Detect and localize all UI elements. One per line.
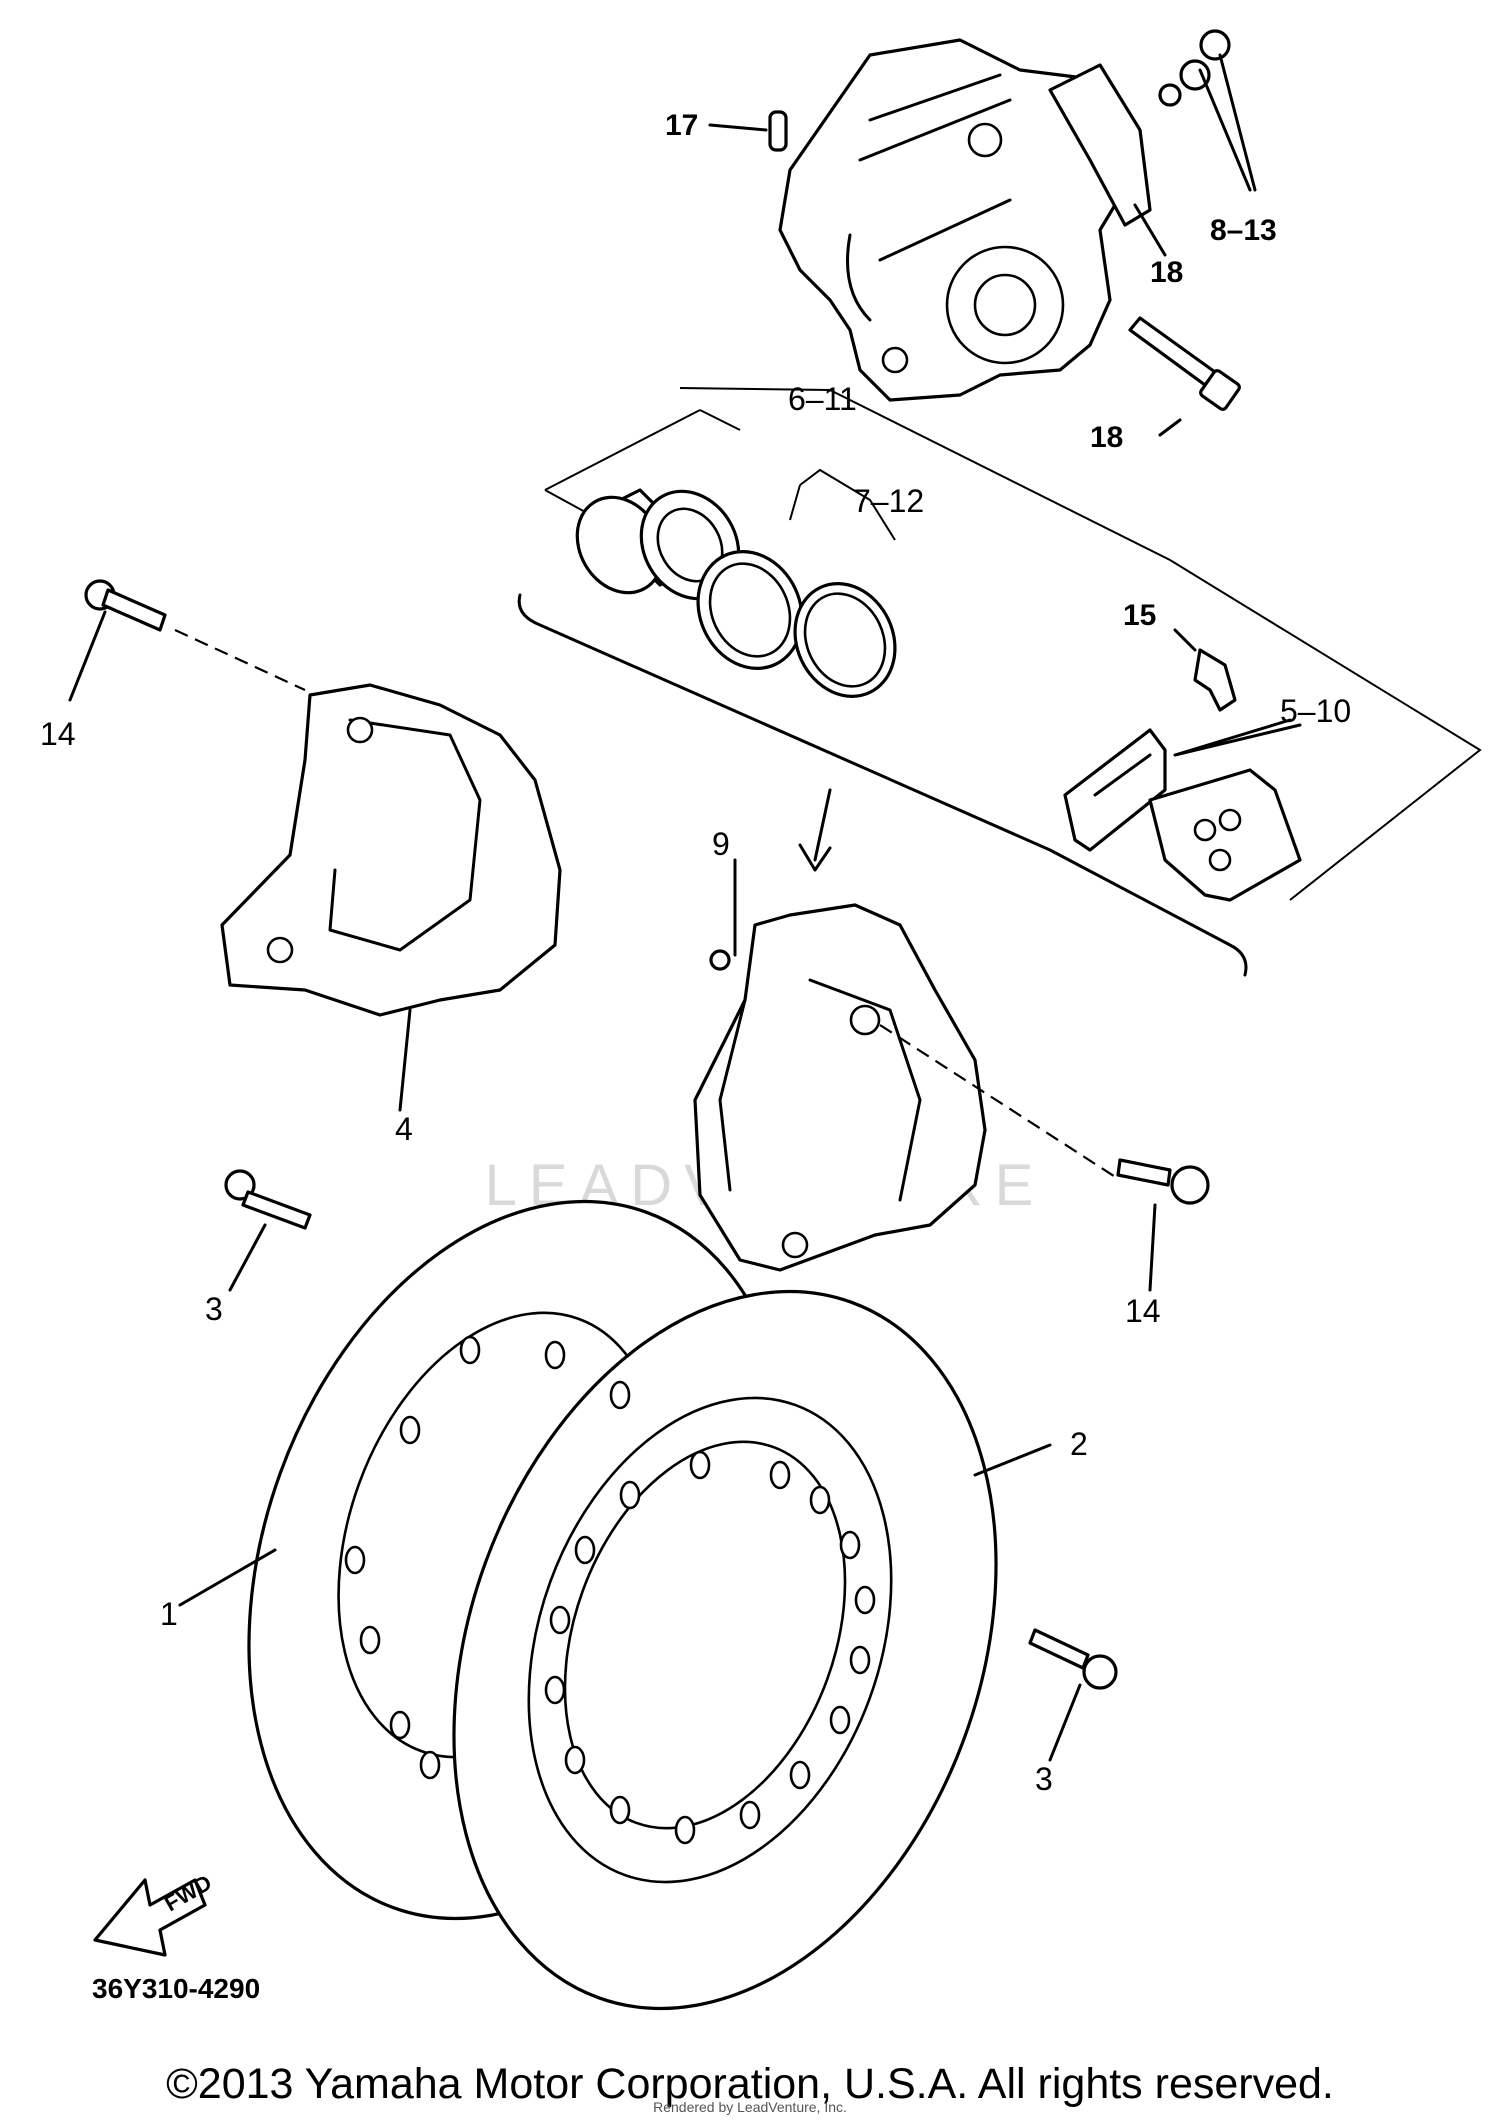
drawing-number: 36Y310-4290 xyxy=(92,1973,260,2004)
disc-bolt-3a xyxy=(224,1169,312,1292)
brake-disc-2 xyxy=(344,1289,998,2011)
piston-seal-7-12 xyxy=(696,550,897,698)
callout-1: 1 xyxy=(160,1596,178,1632)
pad-pin-17 xyxy=(708,110,788,152)
callout-5-10: 5–10 xyxy=(1280,693,1351,729)
caliper-top-assembly xyxy=(778,38,1152,402)
kit-bracket-curve xyxy=(517,593,1248,977)
bleed-screw-8-13 xyxy=(1158,29,1257,192)
callout-2: 2 xyxy=(1070,1426,1088,1462)
callout-9: 9 xyxy=(712,826,730,862)
callout-17: 17 xyxy=(665,109,698,142)
leader-1 xyxy=(178,1548,277,1607)
disc-bolt-3b xyxy=(1028,1628,1118,1762)
callout-8-13: 8–13 xyxy=(1210,214,1277,247)
callout-4: 4 xyxy=(395,1111,413,1147)
callout-18b: 18 xyxy=(1090,421,1123,454)
fwd-arrow-icon: FWD xyxy=(93,1870,216,1957)
callout-7-12: 7–12 xyxy=(853,483,924,519)
brake-caliper-4 xyxy=(220,683,562,1112)
disc-vent-holes xyxy=(344,1335,876,1845)
mounting-bolt-14a xyxy=(68,579,306,702)
brake-caliper-9 xyxy=(693,858,1121,1272)
callout-3a: 3 xyxy=(205,1291,223,1327)
callout-3b: 3 xyxy=(1035,1761,1053,1797)
caliper-bolt-18 xyxy=(1128,316,1241,437)
callout-6-11: 6–11 xyxy=(788,381,857,417)
callout-14b: 14 xyxy=(1125,1293,1161,1329)
brake-pads-5-10 xyxy=(1063,718,1302,902)
leader-2 xyxy=(973,1443,1052,1477)
callout-18a: 18 xyxy=(1150,256,1183,289)
rendered-by-note: Rendered by LeadVenture, Inc. xyxy=(653,2099,847,2115)
pad-spring-15 xyxy=(1173,628,1237,712)
callout-15: 15 xyxy=(1123,599,1156,632)
callout-14a: 14 xyxy=(40,716,76,752)
leader-18a xyxy=(1133,203,1167,257)
copyright-notice: ©2013 Yamaha Motor Corporation, U.S.A. A… xyxy=(166,2060,1334,2108)
mounting-bolt-14b xyxy=(1116,1158,1210,1292)
